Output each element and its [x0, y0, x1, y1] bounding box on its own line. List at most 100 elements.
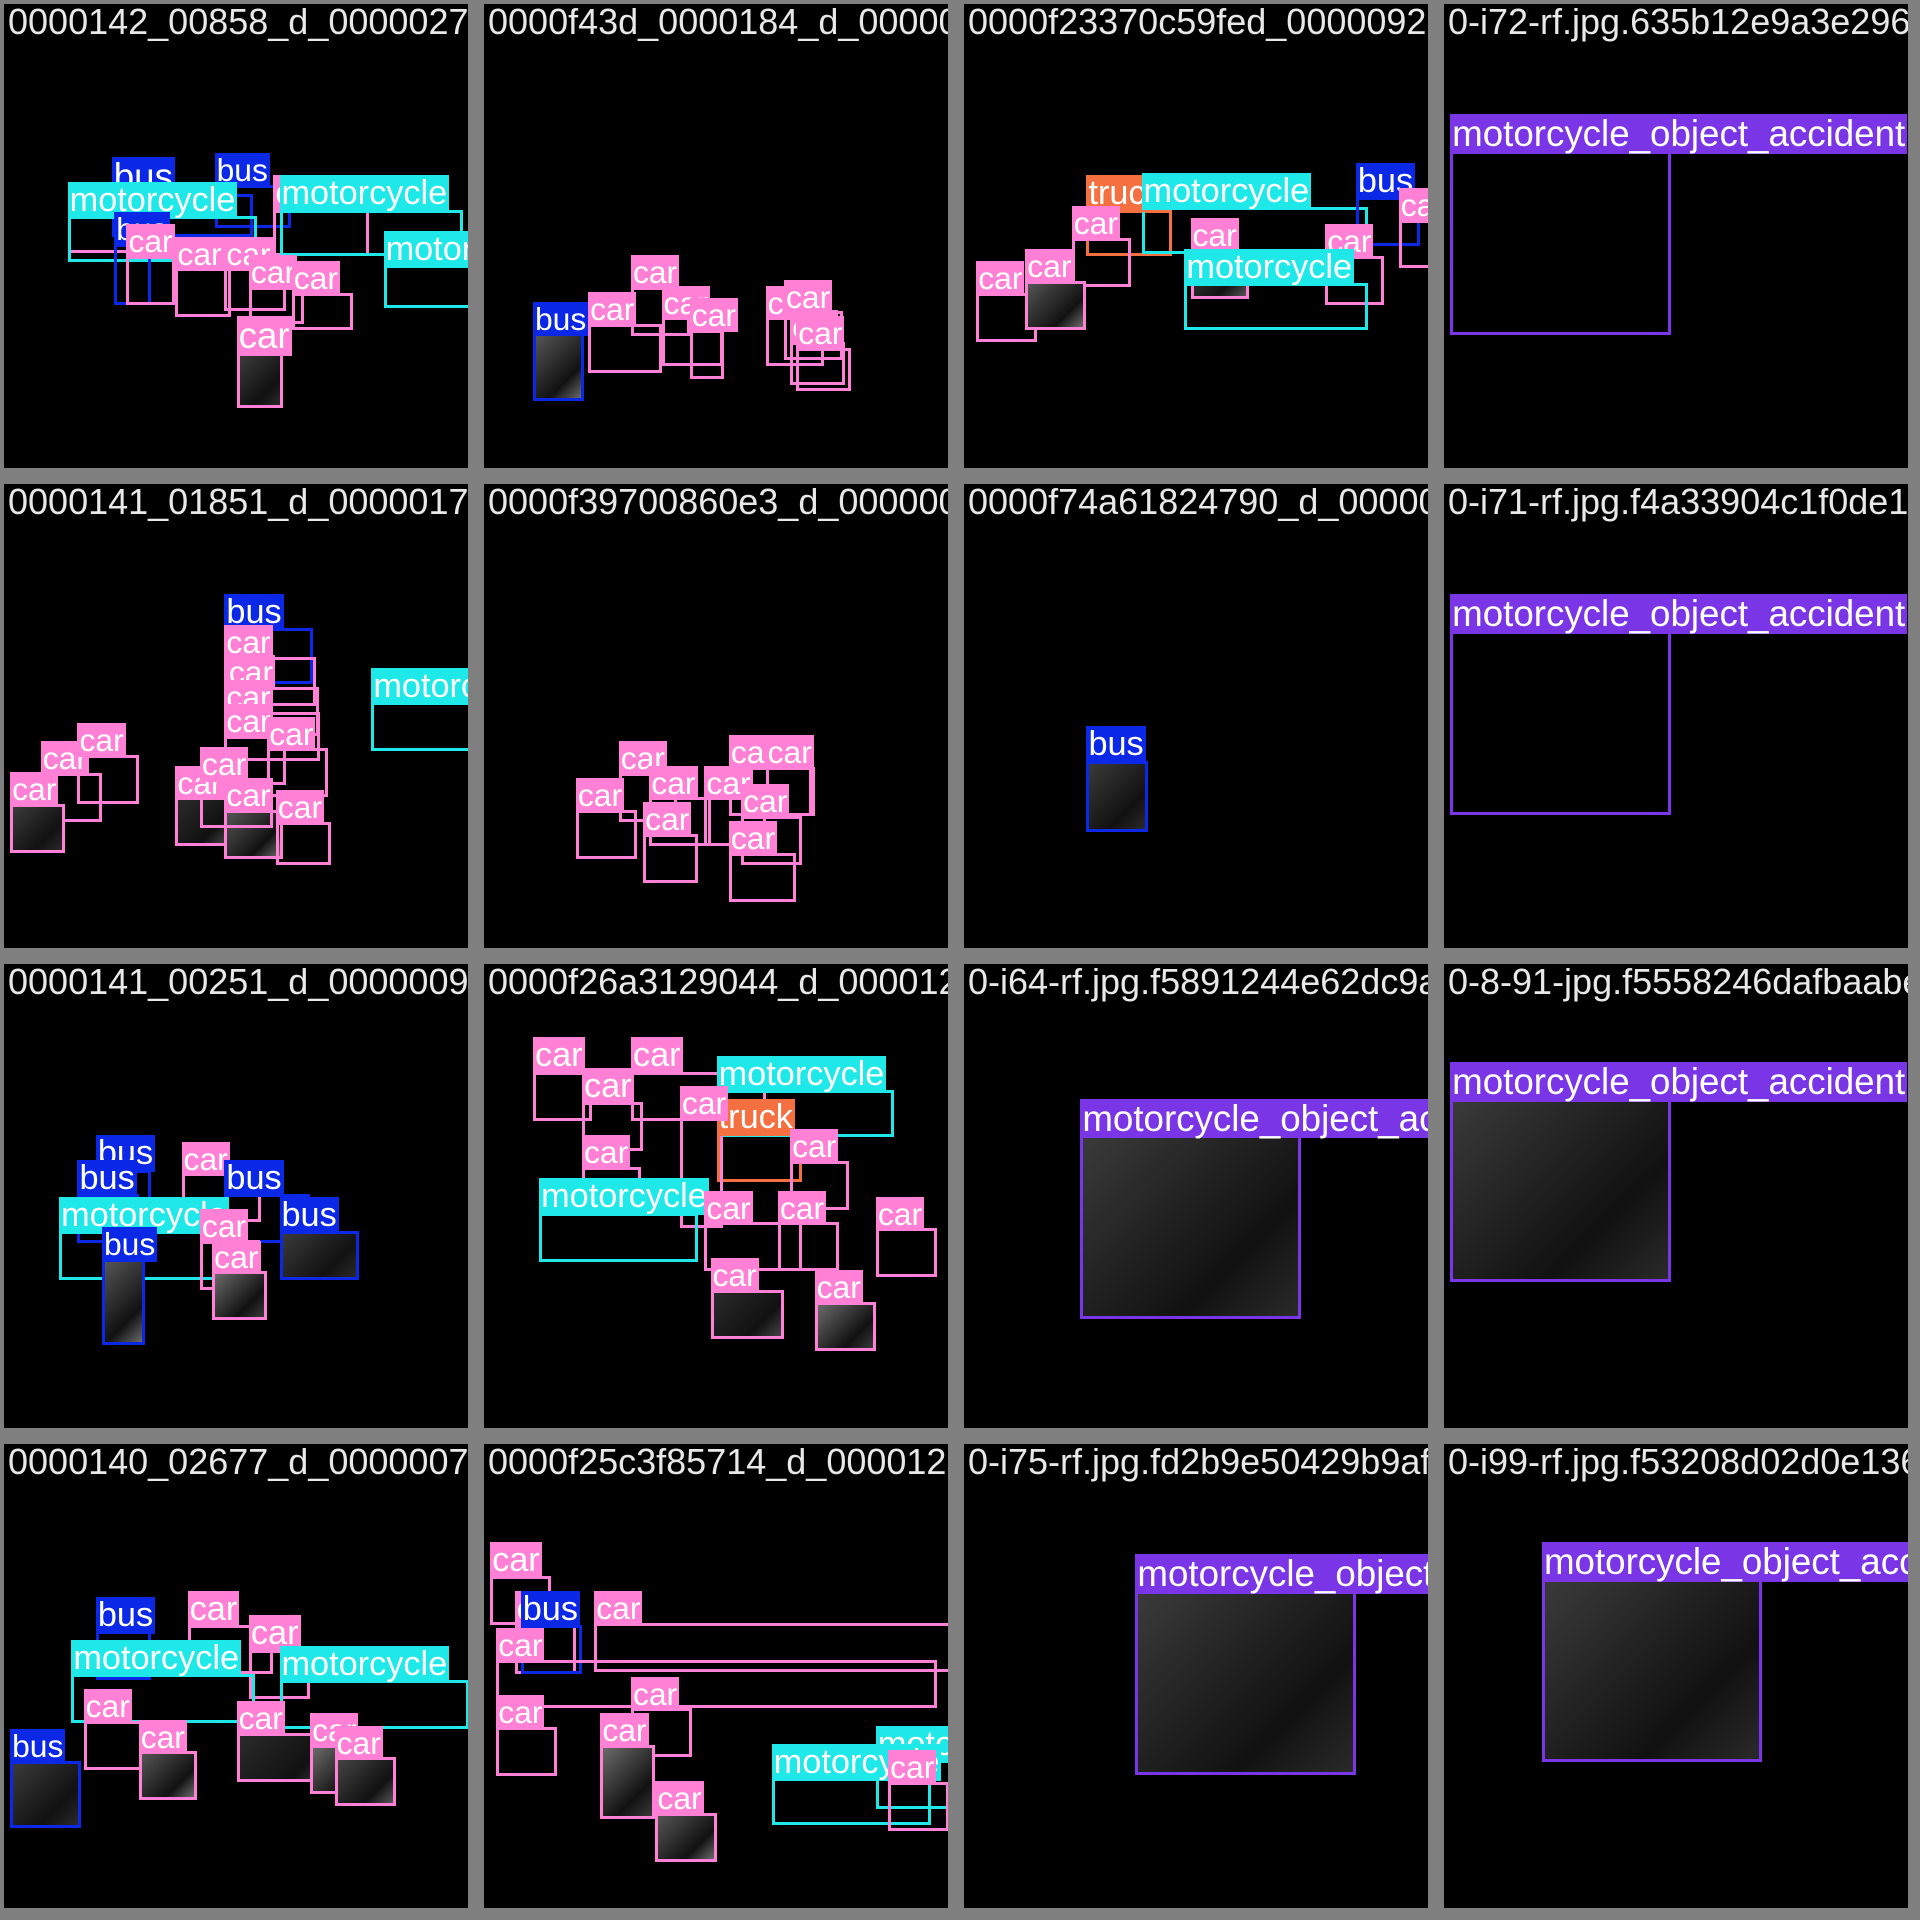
tile-filename: 0000f25c3f85714_d_0000123	[488, 1444, 948, 1482]
detection-label: car	[765, 734, 814, 771]
mosaic-tile: 0-i75-rf.jpg.fd2b9e50429b9af6 motorcycle_…	[964, 1444, 1428, 1908]
detection-label: motorcycle_object_accident	[1135, 1554, 1428, 1594]
tile-filename: 0000142_00858_d_0000027.jpg.rf.43d8063f8…	[8, 4, 468, 42]
detection-label: car	[784, 278, 833, 315]
detection-thumbnail	[603, 1748, 653, 1816]
tile-filename: 0-8-91-jpg.f5558246dafbaabee71	[1448, 964, 1908, 1002]
detection-label: car	[1190, 217, 1239, 254]
detection-box	[383, 264, 468, 308]
detection-box	[1025, 280, 1087, 330]
detection-box	[496, 1726, 558, 1776]
detection-box	[1184, 283, 1369, 330]
detection-label: car	[976, 260, 1025, 297]
detection-label: car	[777, 1189, 827, 1226]
detection-thumbnail	[13, 1764, 79, 1826]
detection-box	[710, 1289, 784, 1339]
detection-label: bus	[520, 1589, 580, 1628]
detection-label: motorcycle	[1141, 171, 1312, 210]
detection-label: car	[588, 290, 637, 327]
detection-box	[728, 852, 797, 902]
detection-box	[279, 1680, 468, 1730]
detection-label: car	[1071, 205, 1120, 242]
tile-filename: 0000141_01851_d_0000017.jpg.rf.397b0860e…	[8, 484, 468, 522]
detection-label: motorcycle_object_accident	[1450, 113, 1908, 155]
mosaic-tile: 0000f25c3f85714_d_0000123carcarbuscarcar…	[484, 1444, 948, 1908]
detection-label: car	[689, 296, 738, 333]
detection-label: motorcycle	[371, 667, 468, 705]
detection-thumbnail	[215, 1274, 265, 1318]
detection-label: bus	[224, 593, 284, 632]
detection-box	[875, 1228, 938, 1278]
tile-filename: 0-i64-rf.jpg.f5891244e62dc9a0e8	[968, 964, 1428, 1002]
detection-box	[643, 834, 699, 884]
detection-label: truck	[716, 1097, 795, 1136]
detection-label: car	[334, 1724, 383, 1761]
detection-label: motorcycle	[539, 1177, 709, 1216]
detection-label: car	[594, 1589, 643, 1626]
detection-label: car	[224, 703, 273, 740]
detection-label: car	[212, 1238, 261, 1275]
detection-thumbnail	[1453, 1101, 1668, 1280]
detection-label: motorcycle	[1184, 247, 1355, 286]
detection-label: motorcycle	[67, 180, 238, 219]
detection-label: motorcycle_object_accident	[1080, 1099, 1428, 1139]
detection-box	[1080, 1135, 1301, 1320]
detection-label: car	[790, 1128, 839, 1165]
tile-filename: 0000f43d_0000184_d_0000002	[488, 4, 948, 42]
detection-thumbnail	[141, 1754, 195, 1798]
detection-label: car	[291, 260, 340, 297]
detection-box	[212, 1271, 268, 1321]
mosaic-tile: 0000141_00251_d_0000009.jpg.rf.26a312904…	[4, 964, 468, 1428]
detection-label: car	[224, 623, 273, 660]
detection-box	[1086, 760, 1148, 832]
detection-label: car	[77, 721, 126, 758]
detection-label: car	[10, 770, 59, 807]
detection-box	[1450, 1098, 1671, 1283]
detection-thumbnail	[13, 806, 63, 850]
detection-box	[689, 329, 724, 379]
detection-box	[371, 701, 468, 751]
detection-box	[496, 1659, 938, 1709]
detection-label: car	[600, 1712, 649, 1749]
detection-box	[814, 1301, 876, 1351]
mosaic-tile: 0-8-91-jpg.f5558246dafbaabee71motorcycle…	[1444, 964, 1908, 1428]
detection-label: car	[655, 1779, 704, 1816]
detection-label: car	[710, 1256, 759, 1293]
detection-box	[532, 333, 585, 401]
detection-label: car	[236, 1700, 285, 1737]
detection-label: car	[728, 819, 778, 856]
mosaic-tile: 0000141_01851_d_0000017.jpg.rf.397b0860e…	[4, 484, 468, 948]
detection-box	[594, 1622, 948, 1672]
detection-label: car	[175, 235, 224, 272]
detection-label: motorcycle_object_accident	[1541, 1542, 1908, 1582]
tile-filename: 0000141_00251_d_0000009.jpg.rf.26a312904	[8, 964, 468, 1002]
detection-label: bus	[224, 1158, 284, 1197]
detection-label: car	[875, 1195, 925, 1232]
detection-thumbnail	[337, 1760, 393, 1804]
tile-filename: 0000f26a3129044_d_0000127	[488, 964, 948, 1002]
detection-box	[236, 352, 284, 409]
tile-filename: 0-i75-rf.jpg.fd2b9e50429b9af6	[968, 1444, 1428, 1482]
detection-box	[101, 1259, 145, 1345]
detection-label: motorcycle	[279, 1645, 450, 1684]
detection-label: car	[575, 776, 625, 813]
detection-label: car	[581, 1067, 634, 1106]
detection-thumbnail	[1083, 1138, 1298, 1317]
detection-label: car	[187, 1589, 240, 1628]
detection-box	[1450, 150, 1671, 335]
detection-thumbnail	[535, 336, 582, 398]
detection-label: car	[630, 1036, 683, 1075]
detection-label: car	[138, 1718, 187, 1755]
detection-label: car	[275, 789, 325, 826]
detection-thumbnail	[1028, 283, 1084, 327]
detection-box	[275, 821, 331, 865]
tile-filename: 0-i71-rf.jpg.f4a33904c1f0de1e	[1448, 484, 1908, 522]
detection-box	[138, 1751, 198, 1801]
detection-label: bus	[101, 1226, 158, 1263]
tile-filename: 0-i72-rf.jpg.635b12e9a3e296d0b	[1448, 4, 1908, 42]
